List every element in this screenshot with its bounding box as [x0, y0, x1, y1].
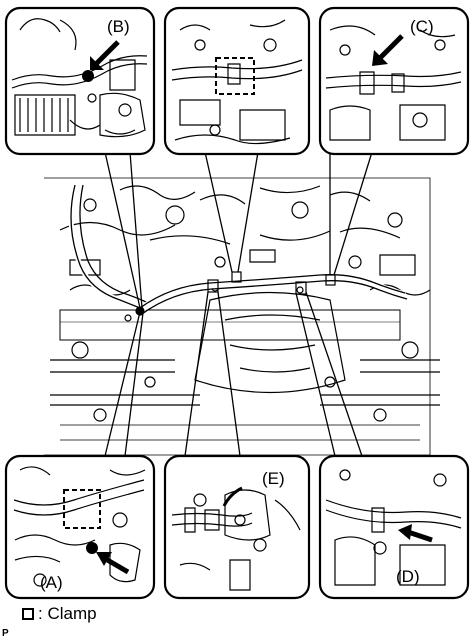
clamp-dashed-box-icon: [22, 608, 34, 620]
clamp-marker-top: [215, 57, 255, 95]
clamp-legend: : Clamp: [22, 603, 97, 625]
page-mark: P: [2, 628, 9, 639]
inset-c: (C): [318, 6, 470, 156]
inset-d-label: (D): [396, 567, 420, 586]
inset-e: (E): [163, 454, 311, 600]
inset-b-label: (B): [107, 17, 130, 36]
clamp-marker-a: [63, 489, 101, 529]
inset-a-label: (A): [40, 573, 63, 592]
inset-a: (A): [4, 454, 156, 600]
inset-c-label: (C): [410, 17, 434, 36]
inset-d: (D): [318, 454, 470, 600]
clamp-legend-text: : Clamp: [38, 604, 97, 623]
inset-b: (B): [4, 6, 156, 156]
leader-lines: [104, 151, 373, 457]
main-underbody-drawing: [44, 177, 440, 456]
inset-e-label: (E): [262, 469, 285, 488]
inset-top-center: [163, 6, 311, 156]
